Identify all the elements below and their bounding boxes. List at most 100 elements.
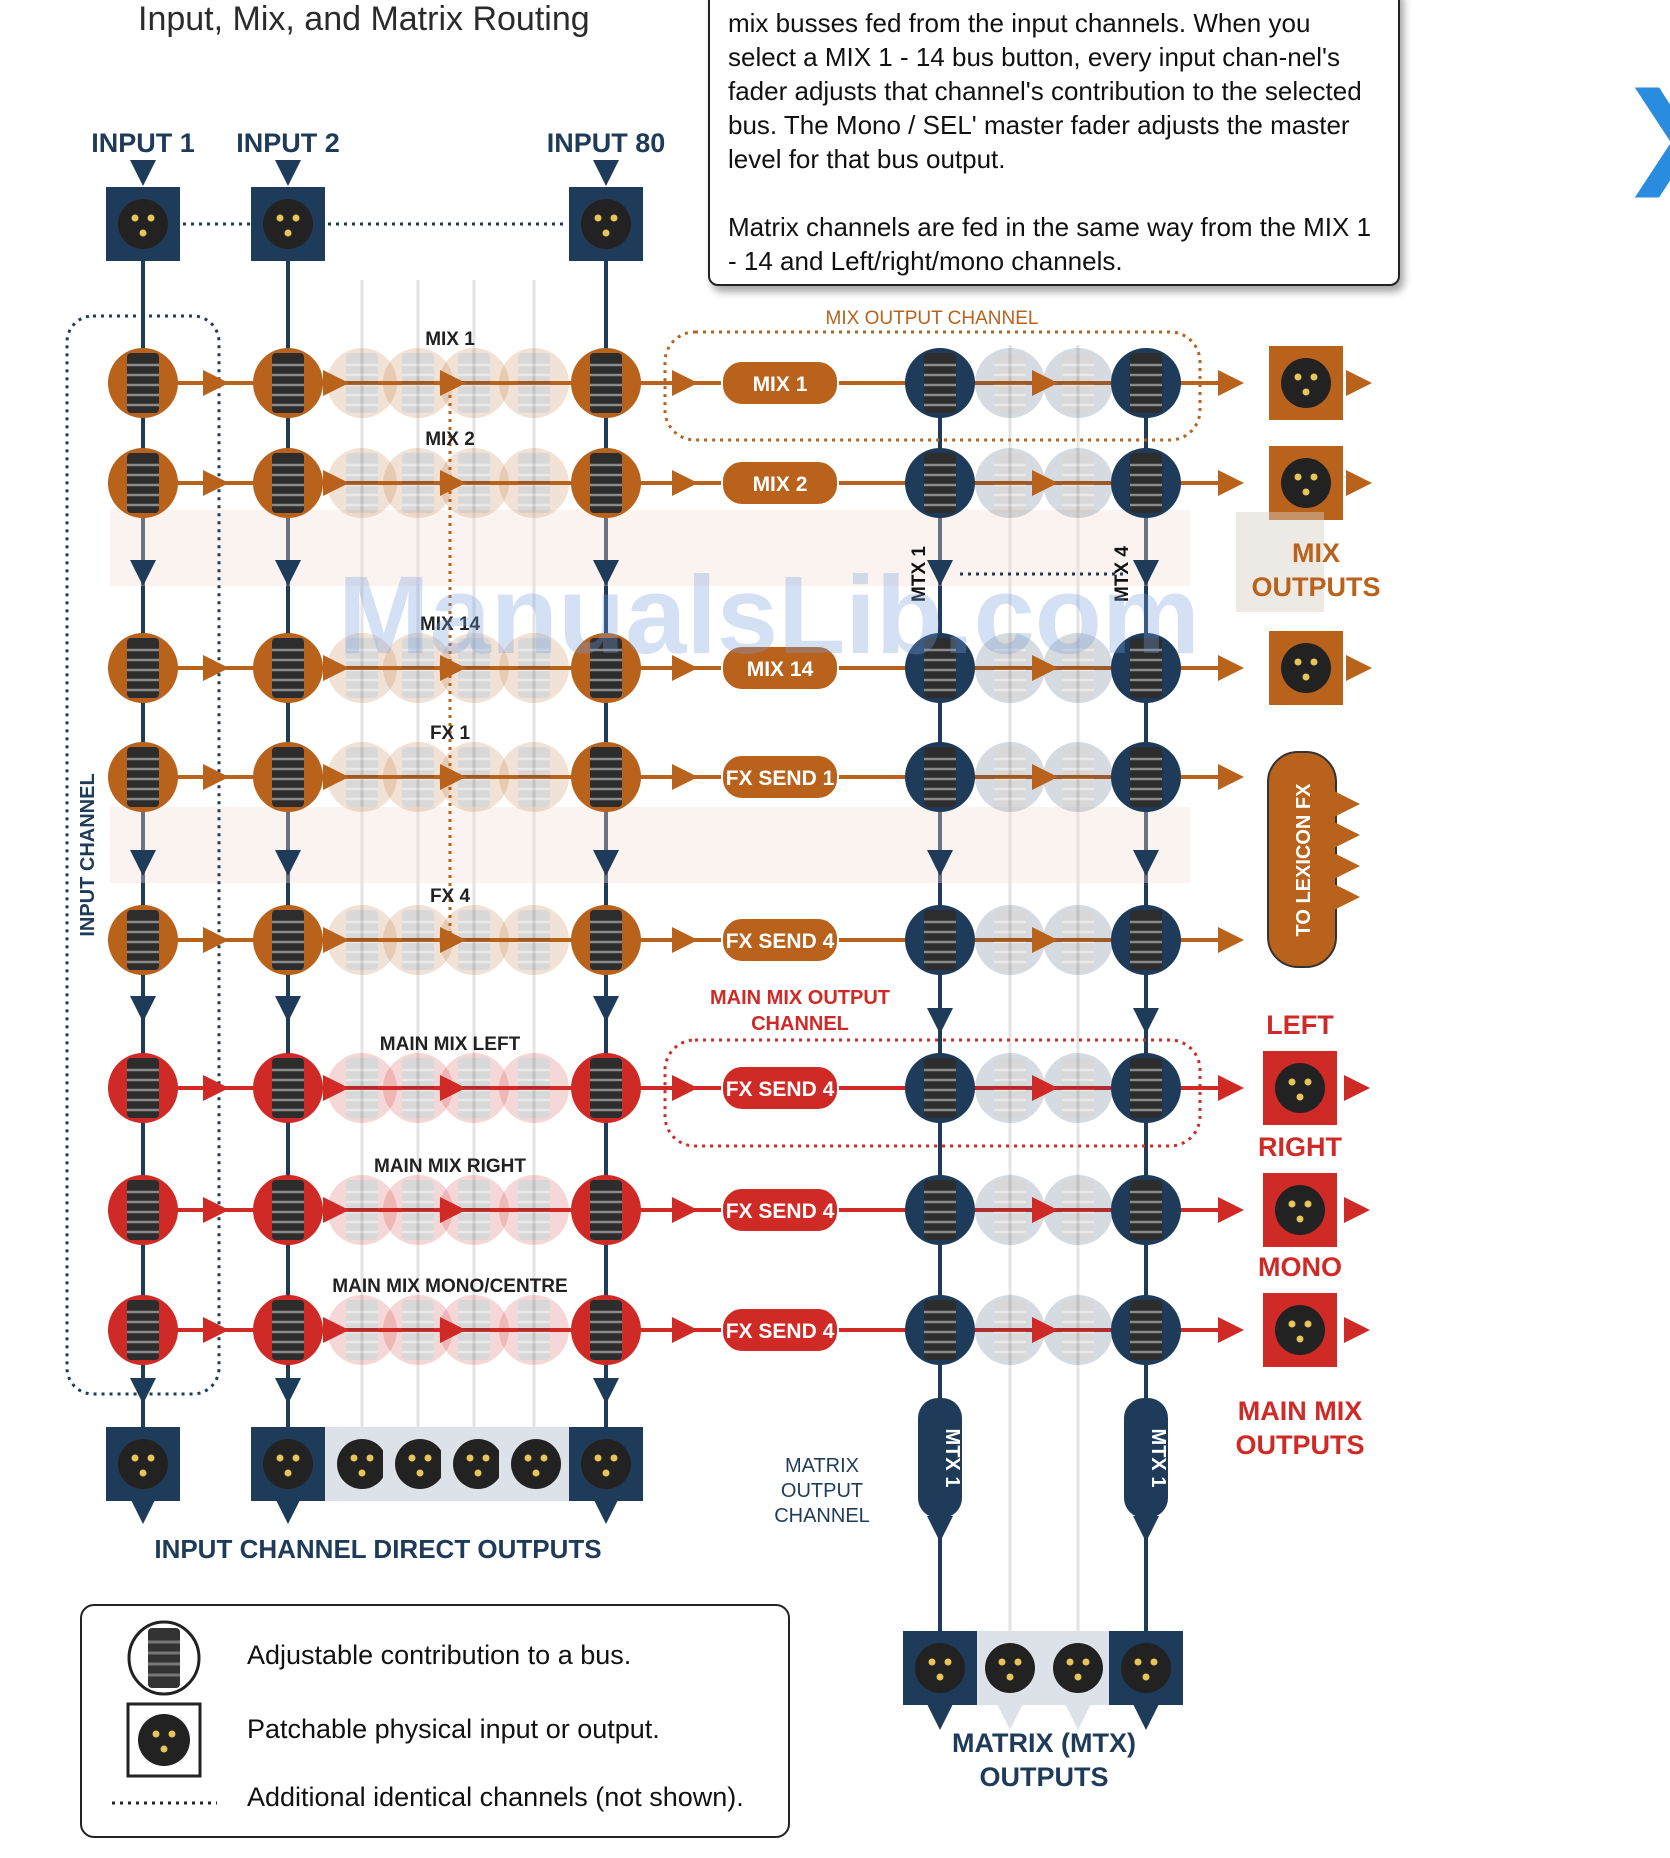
ghost-matrix-fader xyxy=(975,348,1045,418)
xlr-pin xyxy=(292,1454,300,1462)
fader-ring xyxy=(327,742,397,812)
fader-ring xyxy=(327,633,397,703)
matrix-arrow-down-icon xyxy=(927,850,953,876)
matrix-pill-1: MTX 1 xyxy=(941,1429,963,1488)
bus-arrow xyxy=(672,470,698,496)
lexicon-arrow xyxy=(1334,884,1360,910)
output-pill-8-shape xyxy=(721,1307,839,1353)
fader-body xyxy=(518,453,550,513)
fader-body xyxy=(272,910,304,970)
fader-body xyxy=(924,1180,956,1240)
bus-label-8: MAIN MIX MONO/CENTRE xyxy=(332,1276,567,1297)
bus-arrow xyxy=(323,1075,349,1101)
fader-body xyxy=(994,638,1026,698)
fader-body xyxy=(1062,353,1094,413)
bus-arrow xyxy=(440,764,466,790)
matrix-arrow xyxy=(1218,1317,1244,1343)
fader-ring xyxy=(439,1053,509,1123)
matrix-output-channel-label-3: CHANNEL xyxy=(774,1505,870,1527)
fader-body xyxy=(458,1058,490,1118)
xlr-pin xyxy=(1296,1215,1304,1223)
ghost-fader xyxy=(439,448,509,518)
ghost-matrix-fader xyxy=(975,742,1045,812)
ghost-matrix-output-arrow xyxy=(997,1704,1023,1730)
mix-output-channel-box xyxy=(663,330,1202,442)
fader-ring xyxy=(383,1295,453,1365)
fader-body xyxy=(272,747,304,807)
matrix-fader xyxy=(1111,633,1181,703)
bus-arrow xyxy=(203,764,229,790)
matrix-fader xyxy=(1111,742,1181,812)
fader-ring xyxy=(439,905,509,975)
xlr-pin xyxy=(944,1658,952,1666)
xlr-pin xyxy=(1150,1658,1158,1666)
fader-ring xyxy=(327,1295,397,1365)
fader-body xyxy=(1062,453,1094,513)
xlr-body xyxy=(118,1439,168,1489)
fader-ring xyxy=(383,348,453,418)
matrix-arrow-down-icon xyxy=(927,1008,953,1034)
bus-label-4: FX 1 xyxy=(430,723,471,744)
bus-arrow xyxy=(440,1075,466,1101)
fader-body xyxy=(346,1300,378,1360)
fader-ring xyxy=(499,348,569,418)
matrix-arrow xyxy=(1218,370,1244,396)
fader-body xyxy=(924,910,956,970)
bus-arrow xyxy=(440,470,466,496)
xlr-pin xyxy=(1288,1320,1296,1328)
column-arrow-icon xyxy=(275,1378,301,1404)
fader-body xyxy=(458,453,490,513)
bus-arrow xyxy=(672,370,698,396)
ghost-matrix-fader xyxy=(1043,1295,1113,1365)
xlr-pin xyxy=(276,214,284,222)
ghost-matrix-fader xyxy=(1043,1053,1113,1123)
xlr-body xyxy=(118,199,168,249)
matrix-outputs-label-1: MATRIX (MTX) xyxy=(952,1728,1136,1758)
bus-arrow xyxy=(440,1317,466,1343)
bus-label-5: FX 4 xyxy=(430,886,471,907)
matrix-fader xyxy=(1111,1295,1181,1365)
bus-arrow xyxy=(203,655,229,681)
fader-ring xyxy=(1043,348,1113,418)
fader-body xyxy=(924,353,956,413)
fader-body xyxy=(402,747,434,807)
legend-connector-text: Patchable physical input or output. xyxy=(247,1714,660,1744)
fader-body xyxy=(127,453,159,513)
xlr-pin xyxy=(1294,373,1302,381)
main-mix-output-label: MAIN MIX OUTPUT xyxy=(710,987,890,1009)
fader-ring xyxy=(499,1053,569,1123)
matrix-arrow xyxy=(1032,655,1058,681)
fader-body xyxy=(994,1300,1026,1360)
matrix-fader xyxy=(905,1295,975,1365)
xlr-body xyxy=(581,1439,631,1489)
xlr-pin xyxy=(1304,1078,1312,1086)
fader-body xyxy=(1062,910,1094,970)
input-label-1: INPUT 1 xyxy=(91,128,195,158)
mix-outputs-label-1: MIX xyxy=(1292,538,1340,568)
fader-body xyxy=(590,638,622,698)
fader-body xyxy=(1062,747,1094,807)
matrix-arrow xyxy=(1032,370,1058,396)
bus-arrow xyxy=(323,370,349,396)
xlr-pin xyxy=(1310,658,1318,666)
xlr-pin xyxy=(366,1454,374,1462)
fader-ring xyxy=(383,448,453,518)
matrix-channel-label-2: MTX 4 xyxy=(1112,546,1133,602)
lexicon-arrow xyxy=(1334,791,1360,817)
matrix-pill-shape xyxy=(918,1398,962,1518)
matrix-output-channel-label-1: MATRIX xyxy=(785,1455,859,1477)
xlr-pin xyxy=(474,1469,482,1477)
input-fader xyxy=(571,1053,641,1123)
xlr-pin xyxy=(1288,1078,1296,1086)
chevron-right-icon[interactable]: ❯ xyxy=(1618,78,1670,188)
fader-ring xyxy=(327,348,397,418)
matrix-arrow xyxy=(1218,764,1244,790)
fader-body xyxy=(994,453,1026,513)
matrix-arrow-down-icon xyxy=(1133,850,1159,876)
main-out-label-2: RIGHT xyxy=(1258,1132,1343,1162)
ghost-fader xyxy=(327,1295,397,1365)
fader-body xyxy=(402,1058,434,1118)
xlr-pin xyxy=(1288,1200,1296,1208)
input-fader xyxy=(571,1295,641,1365)
input-fader xyxy=(253,633,323,703)
